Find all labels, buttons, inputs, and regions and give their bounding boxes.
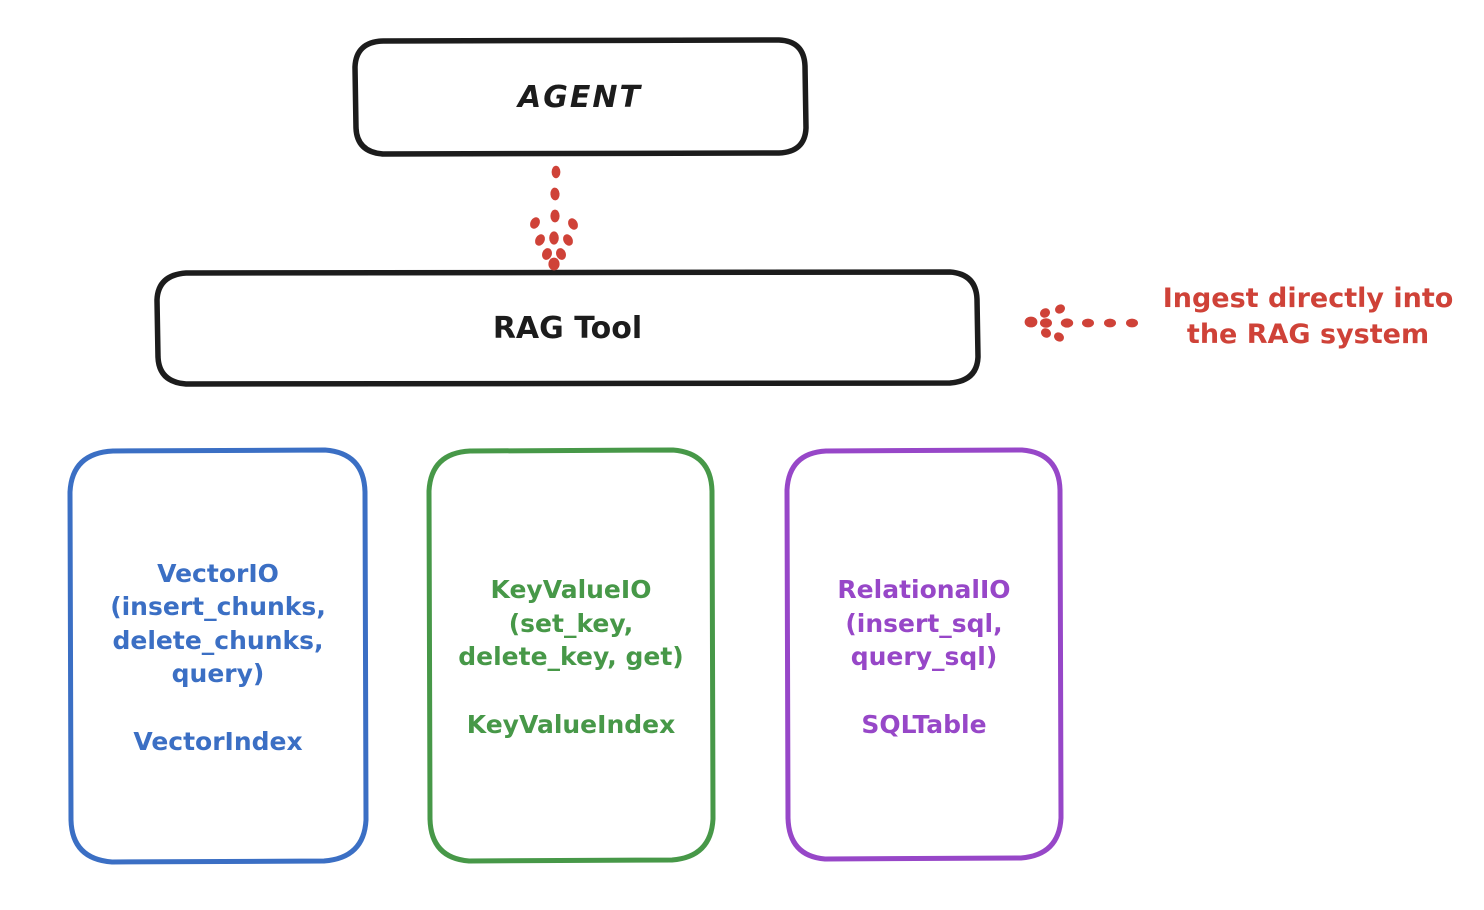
- sql-table-label: SQLTable: [861, 709, 987, 739]
- agent-label: AGENT: [518, 79, 642, 115]
- key-value-index-label: KeyValueIndex: [466, 709, 676, 739]
- agent-box-outline: [352, 37, 809, 157]
- relational-io-box-outline: [784, 447, 1064, 862]
- vector-io-label: VectorIO (insert_chunks, delete_chunks, …: [110, 558, 326, 689]
- rag-tool-box-outline: [154, 269, 981, 387]
- agent-node[interactable]: AGENT: [355, 40, 805, 154]
- ingest-to-rag-tool-arrow: [1024, 304, 1138, 342]
- relational-io-node[interactable]: RelationalIO (insert_sql, query_sql) SQL…: [787, 450, 1061, 862]
- relational-io-label: RelationalIO (insert_sql, query_sql): [837, 575, 1011, 672]
- key-value-io-box-outline: [426, 447, 716, 864]
- key-value-io-node[interactable]: KeyValueIO (set_key, delete_key, get) Ke…: [429, 450, 713, 862]
- rag-tool-node[interactable]: RAG Tool: [157, 272, 978, 384]
- vector-io-box-outline: [67, 447, 369, 865]
- agent-to-rag-tool-arrow: [530, 165, 578, 271]
- rag-tool-label: RAG Tool: [492, 310, 643, 346]
- vector-io-node[interactable]: VectorIO (insert_chunks, delete_chunks, …: [70, 450, 366, 862]
- key-value-io-label: KeyValueIO (set_key, delete_key, get): [458, 575, 684, 672]
- vector-index-label: VectorIndex: [133, 726, 303, 756]
- ingest-annotation-text: Ingest directly into the RAG system: [1162, 283, 1454, 351]
